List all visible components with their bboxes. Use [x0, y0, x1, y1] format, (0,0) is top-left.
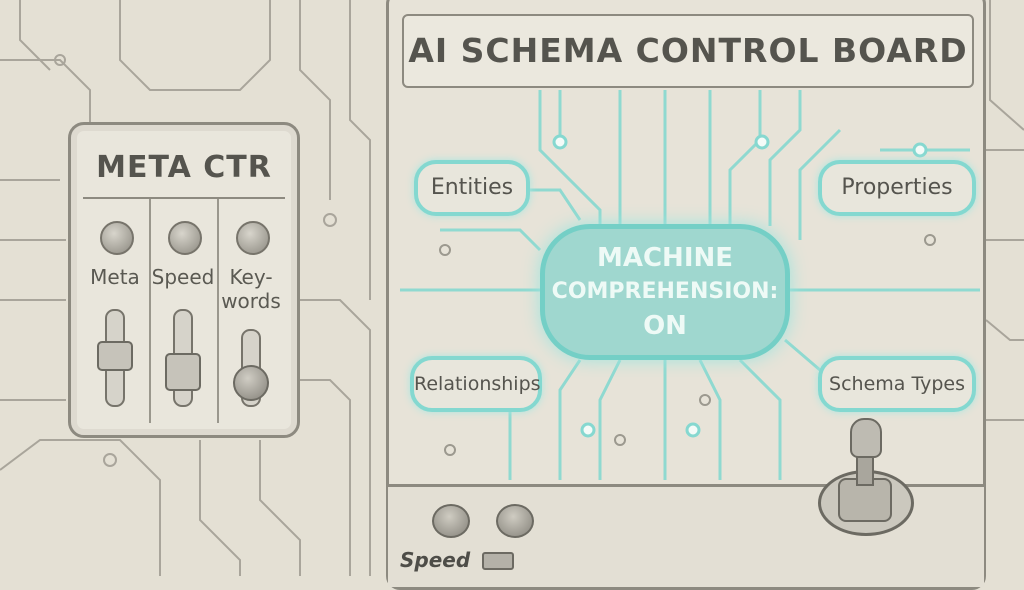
properties-tag[interactable]: Properties [818, 160, 976, 216]
meta-panel-title: META CTR [83, 139, 285, 199]
meta-control: Meta [83, 199, 147, 423]
machine-comprehension-status[interactable]: MACHINE COMPREHENSION: ON [540, 224, 790, 360]
console-speed-label: Speed [400, 548, 471, 572]
status-line: COMPREHENSION: [551, 279, 779, 304]
console-button-1[interactable] [432, 504, 470, 538]
column-divider [217, 199, 219, 423]
schema-types-tag[interactable]: Schema Types [818, 356, 976, 412]
meta-knob-button[interactable] [100, 221, 134, 255]
keywords-slider[interactable] [233, 329, 269, 407]
column-divider [149, 199, 151, 423]
meta-slider-handle[interactable] [97, 341, 133, 371]
keywords-slider-handle[interactable] [233, 365, 269, 401]
keywords-label-line: Key- [229, 265, 273, 289]
board-title: AI SCHEMA CONTROL BOARD [402, 14, 974, 88]
entities-tag[interactable]: Entities [414, 160, 530, 216]
meta-label: Meta [90, 265, 140, 289]
speed-toggle-button[interactable] [482, 552, 514, 570]
status-value: ON [643, 311, 687, 341]
relationships-tag[interactable]: Relationships [410, 356, 542, 412]
meta-slider[interactable] [97, 309, 133, 407]
meta-ctr-panel: META CTR Meta Speed Key- words [68, 122, 300, 438]
speed-slider-handle[interactable] [165, 353, 201, 391]
keywords-control: Key- words [219, 199, 283, 423]
keywords-knob-button[interactable] [236, 221, 270, 255]
status-line: MACHINE [596, 243, 734, 273]
keywords-label: Key- words [213, 265, 289, 313]
background-circuit-sketch [0, 0, 1024, 576]
speed-knob-button[interactable] [168, 221, 202, 255]
speed-slider[interactable] [165, 309, 201, 407]
joystick-handle[interactable] [850, 418, 882, 458]
keywords-label-line: words [221, 289, 281, 313]
speed-control: Speed [151, 199, 215, 423]
speed-label: Speed [151, 265, 215, 289]
console-button-2[interactable] [496, 504, 534, 538]
